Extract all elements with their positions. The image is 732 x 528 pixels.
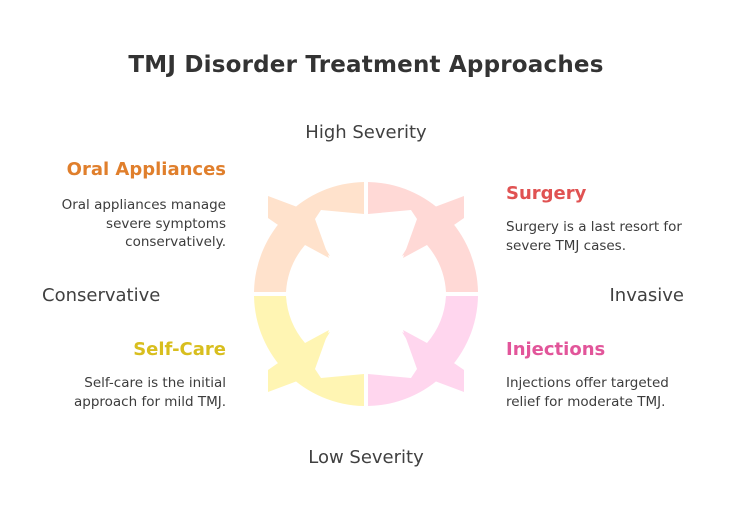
cycle-arrowhead-oral-appliances	[268, 196, 330, 256]
cycle-arrowhead-surgery	[402, 196, 464, 256]
quadrant-desc-surgery: Surgery is a last resort for severe TMJ …	[506, 219, 682, 254]
axis-label-high-severity: High Severity	[305, 122, 427, 143]
axis-label-invasive: Invasive	[609, 285, 684, 306]
cycle-arrowhead-injections	[402, 332, 464, 392]
quadrant-title-surgery: Surgery	[506, 183, 587, 204]
quadrant-title-injections: Injections	[506, 339, 606, 360]
axis-label-conservative: Conservative	[42, 285, 161, 306]
page-title: TMJ Disorder Treatment Approaches	[128, 52, 604, 78]
axis-label-low-severity: Low Severity	[308, 447, 424, 468]
quadrant-desc-oral-appliances: Oral appliances manage severe symptoms c…	[61, 197, 226, 250]
cycle-arrowhead-self-care	[268, 332, 330, 392]
quadrant-desc-self-care: Self-care is the initial approach for mi…	[73, 375, 226, 410]
quadrant-title-oral-appliances: Oral Appliances	[66, 159, 226, 180]
quadrant-desc-injections: Injections offer targeted relief for mod…	[506, 375, 669, 410]
quadrant-title-self-care: Self-Care	[133, 339, 226, 360]
